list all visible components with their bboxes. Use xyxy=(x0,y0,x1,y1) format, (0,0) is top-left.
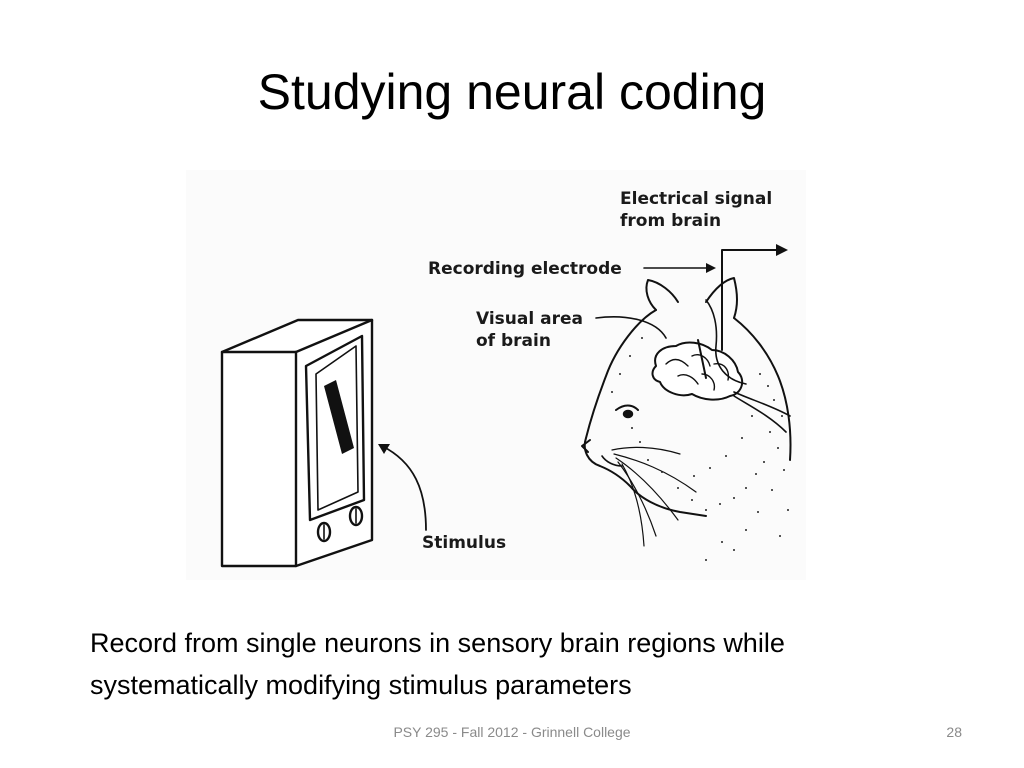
recording-electrode xyxy=(697,299,791,433)
experiment-illustration: Electrical signal from brain Recording e… xyxy=(186,170,806,580)
cat-head xyxy=(581,277,792,517)
cat-brain xyxy=(651,341,744,401)
slide-title: Studying neural coding xyxy=(257,64,767,120)
label-electrical-signal-1: Electrical signal xyxy=(620,189,772,209)
label-recording-electrode: Recording electrode xyxy=(428,259,622,279)
label-electrical-signal-2: from brain xyxy=(620,211,721,231)
slide-footer: PSY 295 - Fall 2012 - Grinnell College xyxy=(393,724,631,740)
stimulus-monitor xyxy=(220,318,374,568)
page-number: 28 xyxy=(946,724,962,740)
label-visual-area-2: of brain xyxy=(476,331,551,351)
signal-output-line xyxy=(721,244,788,351)
label-stimulus: Stimulus xyxy=(422,533,506,553)
cat-fur-shading xyxy=(611,337,789,561)
slide-body-text: Record from single neurons in sensory br… xyxy=(90,628,785,700)
label-visual-area-1: Visual area xyxy=(476,309,583,329)
stimulus-bar xyxy=(324,380,354,454)
experiment-illustration-svg: Electrical signal from brain Recording e… xyxy=(220,189,792,568)
cat-whiskers xyxy=(611,446,697,547)
